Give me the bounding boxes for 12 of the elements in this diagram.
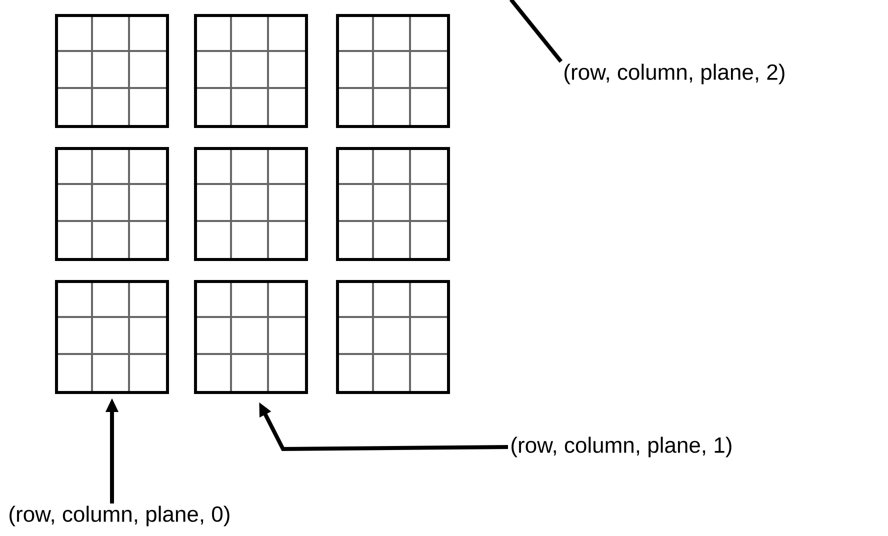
grid-block bbox=[194, 14, 308, 128]
grid-block bbox=[194, 280, 308, 394]
coordinate-label: (row, column, plane, 0) bbox=[10, 506, 230, 526]
grid-block bbox=[55, 280, 169, 394]
grid-block bbox=[336, 14, 450, 128]
grid-block bbox=[194, 147, 308, 261]
grid-block bbox=[55, 14, 169, 128]
coordinate-label: (row, column, plane, 2) bbox=[564, 64, 784, 84]
grid-block bbox=[336, 147, 450, 261]
coordinate-label: (row, column, plane, 1) bbox=[512, 436, 732, 458]
grid-block bbox=[336, 280, 450, 394]
grid-block bbox=[55, 147, 169, 261]
